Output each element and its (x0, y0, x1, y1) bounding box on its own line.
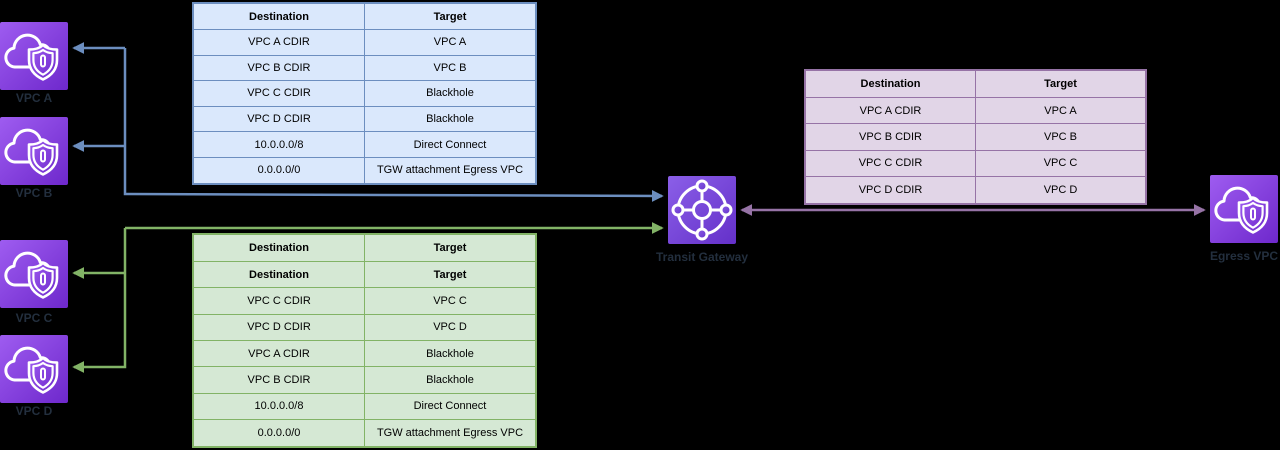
route-table-cell: TGW attachment Egress VPC (364, 156, 537, 185)
vpc-b-label: VPC B (15, 186, 53, 200)
route-table-cell: VPC C (364, 287, 537, 315)
route-table-cell: VPC D CDIR (804, 176, 976, 205)
route-table-cell: Blackhole (364, 105, 537, 133)
egress-vpc-node (1210, 175, 1278, 243)
route-table-cell: Blackhole (364, 80, 537, 107)
vpc-icon (0, 240, 68, 308)
route-table-header-cell: Target (364, 260, 537, 289)
route-table-cell: VPC A (364, 29, 537, 56)
route-table-header-cell: Destination (192, 2, 365, 31)
vpc-d-node (0, 335, 68, 403)
route-table-cell: 10.0.0.0/8 (192, 131, 365, 158)
vpc-a-label: VPC A (15, 91, 53, 105)
route-table-cell: 0.0.0.0/0 (192, 419, 365, 448)
transit-gateway-icon (668, 176, 736, 244)
route-table-cell: Direct Connect (364, 392, 537, 421)
route-table-cell: VPC D (975, 176, 1147, 205)
vpc-c-label: VPC C (15, 311, 53, 325)
route-table-cell: VPC A CDIR (192, 29, 365, 56)
transit-gateway-label: Transit Gateway (655, 250, 749, 264)
vpc-d-label: VPC D (15, 404, 53, 418)
route-table-cell: 10.0.0.0/8 (192, 392, 365, 421)
route-table-cell: VPC B (975, 123, 1147, 151)
route-table-header-cell: Target (364, 233, 537, 262)
route-table-header-cell: Destination (804, 69, 976, 98)
vpc-icon (0, 117, 68, 185)
route-table-cell: VPC C CDIR (192, 287, 365, 315)
route-table-cell: TGW attachment Egress VPC (364, 419, 537, 448)
arrow-tgw-to-vpc-d (72, 228, 127, 374)
route-table-header-cell: Target (364, 2, 537, 31)
route-table-cell: VPC B (364, 54, 537, 82)
route-table-header-cell: Destination (192, 260, 365, 289)
route-table-cell: VPC B CDIR (804, 123, 976, 151)
route-table-cell: Blackhole (364, 339, 537, 368)
route-table-header-cell: Destination (192, 233, 365, 262)
vpc-icon (0, 335, 68, 403)
egress-vpc-label: Egress VPC (1209, 249, 1279, 263)
route-table-cell: VPC A CDIR (192, 339, 365, 368)
route-table-cell: 0.0.0.0/0 (192, 156, 365, 185)
vpc-b-node (0, 117, 68, 185)
vpc-c-node (0, 240, 68, 308)
route-table-cell: VPC C CDIR (804, 149, 976, 178)
route-table-cell: Blackhole (364, 366, 537, 394)
transit-gateway-node (668, 176, 736, 244)
vpc-a-node (0, 22, 68, 90)
vpc-icon (0, 22, 68, 90)
route-table-cell: VPC D CDIR (192, 313, 365, 341)
route-table-cell: VPC B CDIR (192, 366, 365, 394)
vpc-icon (1210, 175, 1278, 243)
route-table-cell: VPC D (364, 313, 537, 341)
route-table-cell: VPC B CDIR (192, 54, 365, 82)
route-table-cell: VPC D CDIR (192, 105, 365, 133)
route-table-cell: VPC A CDIR (804, 96, 976, 125)
route-table-cell: VPC C (975, 149, 1147, 178)
route-table-cell: VPC A (975, 96, 1147, 125)
route-table-header-cell: Target (975, 69, 1147, 98)
route-table-cell: Direct Connect (364, 131, 537, 158)
route-table-cell: VPC C CDIR (192, 80, 365, 107)
